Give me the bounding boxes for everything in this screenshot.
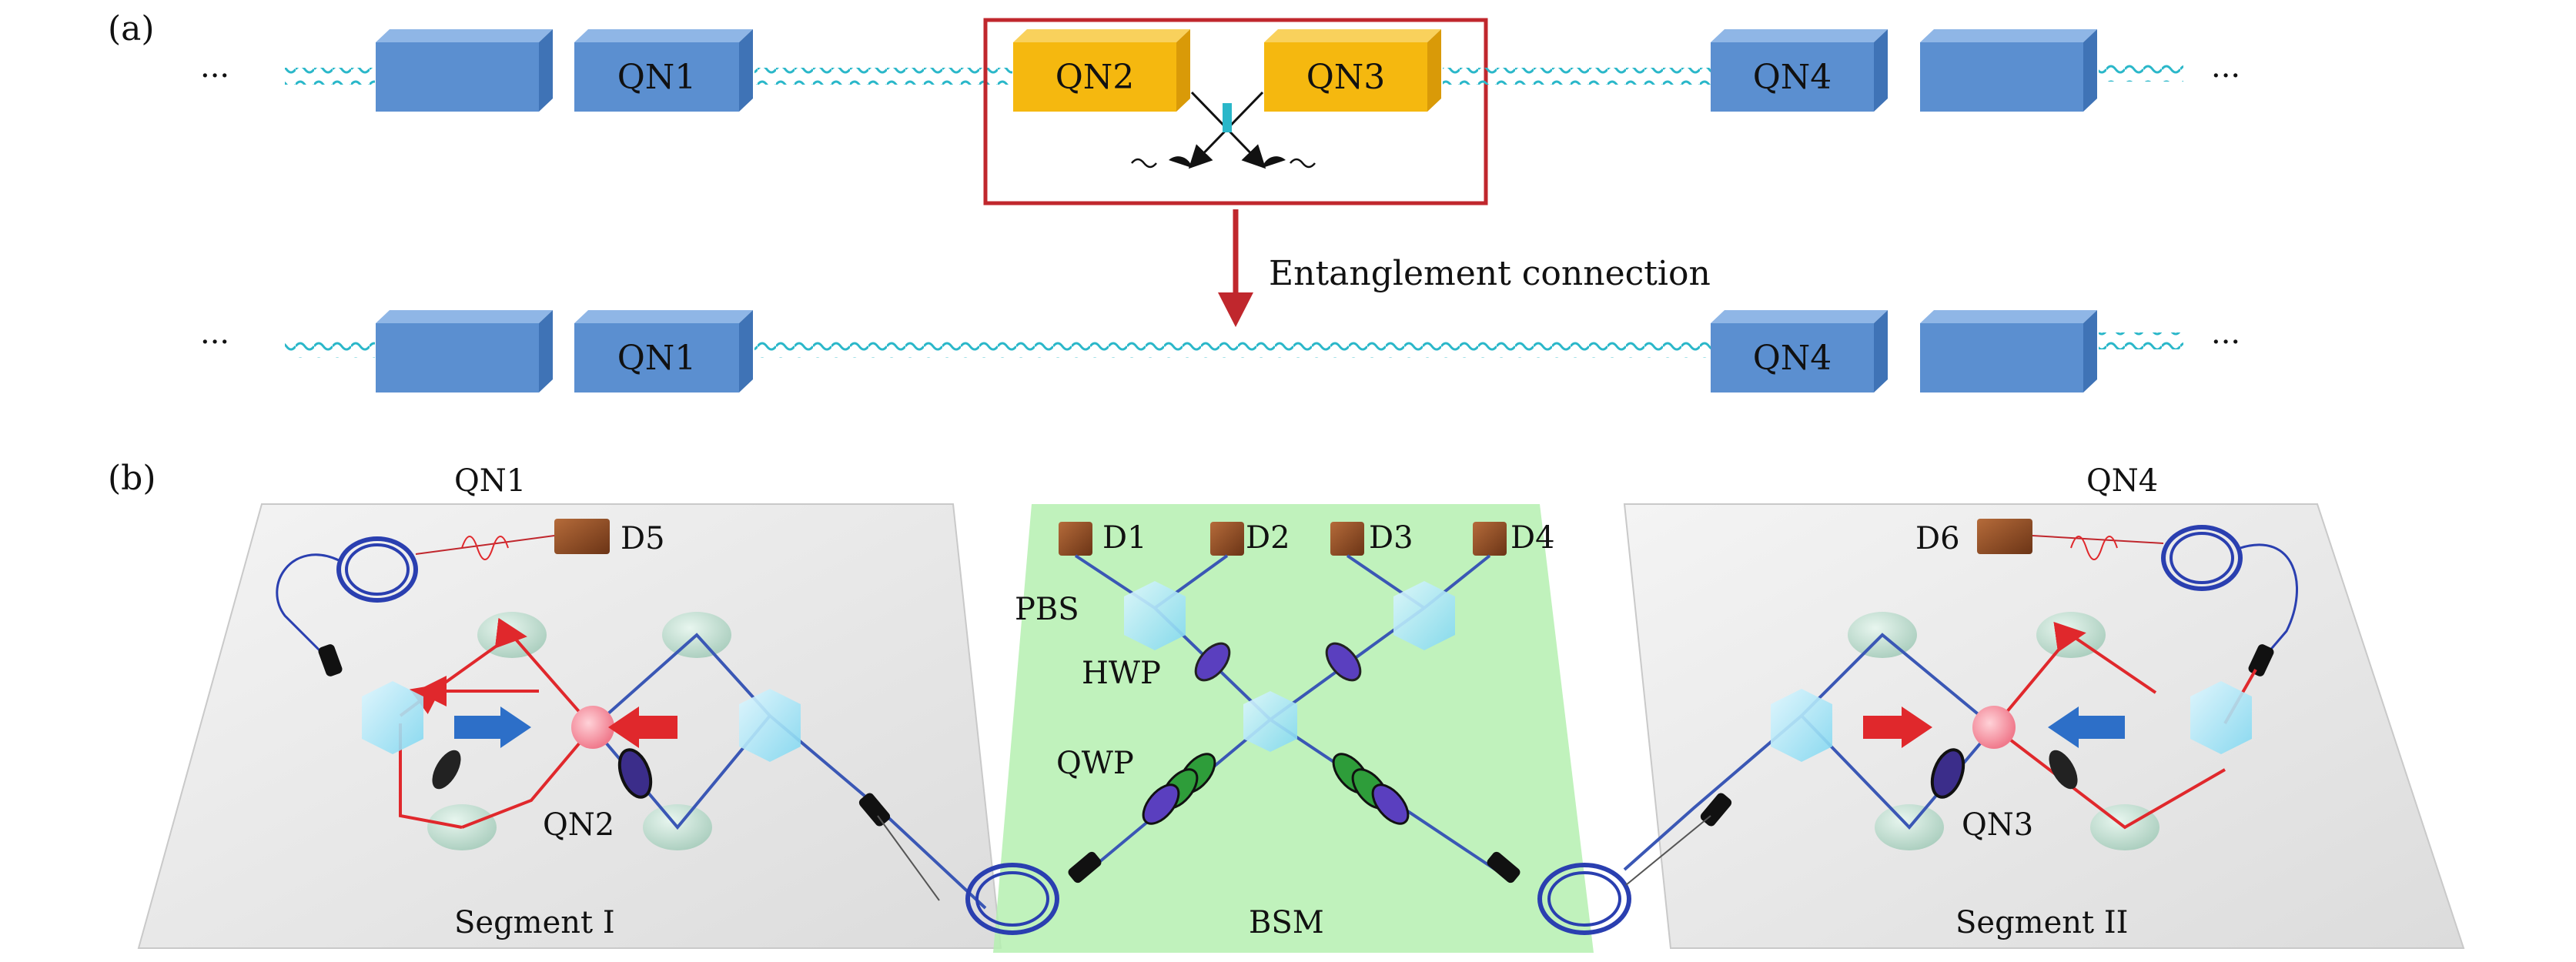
fiber-coupler-icon bbox=[2248, 644, 2274, 676]
row2-block-qn4: QN4 bbox=[1711, 310, 1888, 392]
detector-d5 bbox=[554, 519, 610, 554]
wave-link bbox=[285, 68, 375, 85]
row1-block-qn2: QN2 bbox=[1013, 29, 1190, 112]
bsm-caption: BSM bbox=[1249, 905, 1324, 940]
d6-label: D6 bbox=[1915, 521, 1960, 556]
red-arrow-icon bbox=[1863, 706, 1932, 748]
detector-icon bbox=[1169, 156, 1192, 168]
row1-block-qn4: QN4 bbox=[1711, 29, 1888, 112]
d2-label: D2 bbox=[1246, 520, 1290, 556]
row2-dots-left: ··· bbox=[200, 325, 229, 360]
d4-label: D4 bbox=[1510, 520, 1555, 556]
hwp-plate bbox=[1194, 642, 1231, 682]
pbs-label: PBS bbox=[1015, 592, 1079, 627]
detector-d2 bbox=[1210, 522, 1244, 556]
beamsplitter-cube bbox=[739, 689, 801, 762]
wave-link-long bbox=[754, 341, 1711, 358]
wave-link bbox=[2099, 65, 2183, 82]
d1-label: D1 bbox=[1102, 520, 1147, 556]
wave-link bbox=[754, 68, 1012, 85]
photon-wave-icon bbox=[2070, 536, 2118, 560]
seg2-qn3-label: QN3 bbox=[1962, 807, 2033, 843]
atom-qn3 bbox=[1972, 706, 2016, 749]
bsm: D1 D2 D3 D4 PBS HWP QWP BSM bbox=[1015, 520, 1555, 940]
row1-qn1-label: QN1 bbox=[617, 58, 697, 97]
segment1: QN1 D5 QN2 Segment I bbox=[276, 463, 987, 940]
row1-block-blank-right bbox=[1920, 29, 2097, 112]
bsm-frame bbox=[983, 18, 1488, 205]
waveplate bbox=[432, 750, 461, 790]
detector-d1 bbox=[1059, 522, 1092, 556]
segment2-caption: Segment II bbox=[1955, 905, 2128, 940]
detector-icon bbox=[1263, 156, 1286, 168]
fiber-coupler-icon bbox=[1068, 851, 1102, 884]
photon-wave-icon bbox=[461, 536, 509, 560]
hwp-plate bbox=[1325, 642, 1362, 682]
qwp-label: QWP bbox=[1056, 746, 1134, 781]
fiber-coil bbox=[2161, 525, 2243, 591]
row2: ··· QN1 QN4 ··· bbox=[200, 310, 2240, 392]
panel-a-tag: (a) bbox=[108, 9, 155, 48]
waveplate bbox=[617, 748, 653, 799]
detector-d4 bbox=[1473, 522, 1507, 556]
row1-qn2-label: QN2 bbox=[1055, 58, 1135, 97]
atom-qn2 bbox=[571, 706, 614, 749]
d5-label: D5 bbox=[621, 521, 665, 556]
row1-dots-right: ··· bbox=[2211, 58, 2240, 94]
detector-d3 bbox=[1330, 522, 1364, 556]
row2-dots-right: ··· bbox=[2211, 325, 2240, 360]
fiber-coil bbox=[965, 863, 1059, 935]
seg1-qn2-label: QN2 bbox=[543, 807, 614, 843]
row1-block-blank-left bbox=[376, 29, 553, 112]
row2-block-blank-right bbox=[1920, 310, 2097, 392]
hwp-plate bbox=[1142, 783, 1180, 825]
bell-measurement-mini bbox=[1131, 91, 1316, 169]
fiber-coil bbox=[1537, 863, 1631, 935]
panel-b-tag: (b) bbox=[108, 459, 156, 498]
beamsplitter-cube bbox=[2190, 681, 2252, 754]
row1: ··· QN1 QN2 QN3 bbox=[200, 18, 2240, 205]
row1-block-qn3: QN3 bbox=[1264, 29, 1441, 112]
pbs-cube bbox=[1124, 581, 1186, 650]
beamsplitter-cube bbox=[1771, 689, 1832, 762]
seg2-qn4-label: QN4 bbox=[2086, 463, 2158, 499]
waveplate bbox=[2049, 750, 2078, 790]
fiber-coupler-icon bbox=[318, 644, 343, 676]
segment2: QN4 D6 QN3 Segment II bbox=[1623, 463, 2298, 940]
wave-link bbox=[285, 341, 375, 358]
entanglement-label: Entanglement connection bbox=[1269, 254, 1711, 293]
fiber-coupler-icon bbox=[858, 793, 891, 827]
pbs-cube bbox=[1393, 581, 1455, 650]
seg1-qn1-label: QN1 bbox=[454, 463, 526, 499]
segment1-caption: Segment I bbox=[454, 905, 615, 940]
row1-block-qn1: QN1 bbox=[574, 29, 753, 112]
waveplate bbox=[1930, 748, 1965, 799]
fiber-coupler-icon bbox=[1487, 851, 1521, 884]
d3-label: D3 bbox=[1369, 520, 1413, 556]
wave-link bbox=[1443, 68, 1711, 85]
row1-dots-left: ··· bbox=[200, 58, 229, 94]
row2-qn4-label: QN4 bbox=[1753, 339, 1832, 378]
hwp-label: HWP bbox=[1082, 656, 1161, 691]
entanglement-arrow bbox=[1218, 209, 1253, 327]
segment1-plate bbox=[137, 503, 1002, 949]
row1-qn4-label: QN4 bbox=[1753, 58, 1832, 97]
segment2-plate bbox=[1623, 503, 2465, 949]
row2-block-blank-left bbox=[376, 310, 553, 392]
row2-qn1-label: QN1 bbox=[617, 339, 697, 378]
blue-arrow-icon bbox=[454, 706, 531, 748]
beamsplitter-icon bbox=[1223, 103, 1232, 132]
wave-link bbox=[2099, 332, 2183, 349]
blue-arrow-icon bbox=[2048, 706, 2125, 748]
row2-block-qn1: QN1 bbox=[574, 310, 753, 392]
red-arrow-icon bbox=[608, 706, 677, 748]
hwp-plate bbox=[1371, 783, 1410, 825]
bs-cube bbox=[1243, 691, 1297, 752]
row1-qn3-label: QN3 bbox=[1306, 58, 1386, 97]
beamsplitter-cube bbox=[362, 681, 423, 754]
detector-d6 bbox=[1977, 519, 2032, 554]
fiber-coil bbox=[336, 536, 418, 603]
